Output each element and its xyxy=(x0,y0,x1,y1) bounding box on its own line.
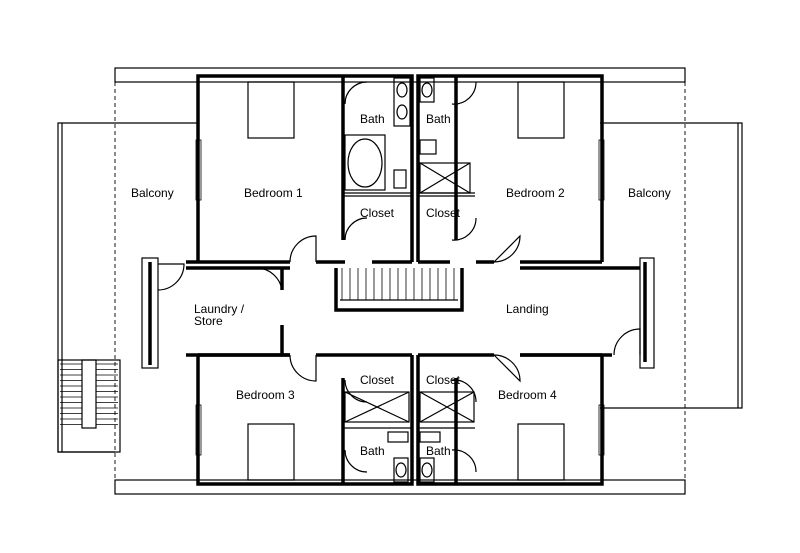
bath-fixtures xyxy=(344,77,475,483)
beds xyxy=(247,81,565,481)
label-closet-1: Closet xyxy=(360,206,395,220)
roof-eaves xyxy=(114,67,686,495)
room-labels: Balcony Bedroom 1 Bath Closet Bath Close… xyxy=(131,112,671,458)
label-balcony-right: Balcony xyxy=(628,186,671,200)
windows xyxy=(195,139,605,456)
label-closet-2: Closet xyxy=(426,206,461,220)
label-bedroom-1: Bedroom 1 xyxy=(244,186,303,200)
label-closet-4: Closet xyxy=(426,373,461,387)
label-bedroom-3: Bedroom 3 xyxy=(236,388,295,402)
external-stair xyxy=(57,359,121,453)
balcony-edges xyxy=(114,82,686,480)
label-store: Store xyxy=(194,314,223,328)
label-bath-1: Bath xyxy=(360,112,385,126)
label-landing: Landing xyxy=(506,302,549,316)
door-swings xyxy=(157,81,641,473)
label-bath-4: Bath xyxy=(426,444,451,458)
label-bedroom-4: Bedroom 4 xyxy=(498,388,557,402)
internal-stair xyxy=(340,268,458,301)
label-balcony-left: Balcony xyxy=(131,186,174,200)
label-bedroom-2: Bedroom 2 xyxy=(506,186,565,200)
walls xyxy=(141,74,655,486)
label-bath-3: Bath xyxy=(360,444,385,458)
label-bath-2: Bath xyxy=(426,112,451,126)
label-closet-3: Closet xyxy=(360,373,395,387)
label-laundry: Laundry / xyxy=(194,302,245,316)
